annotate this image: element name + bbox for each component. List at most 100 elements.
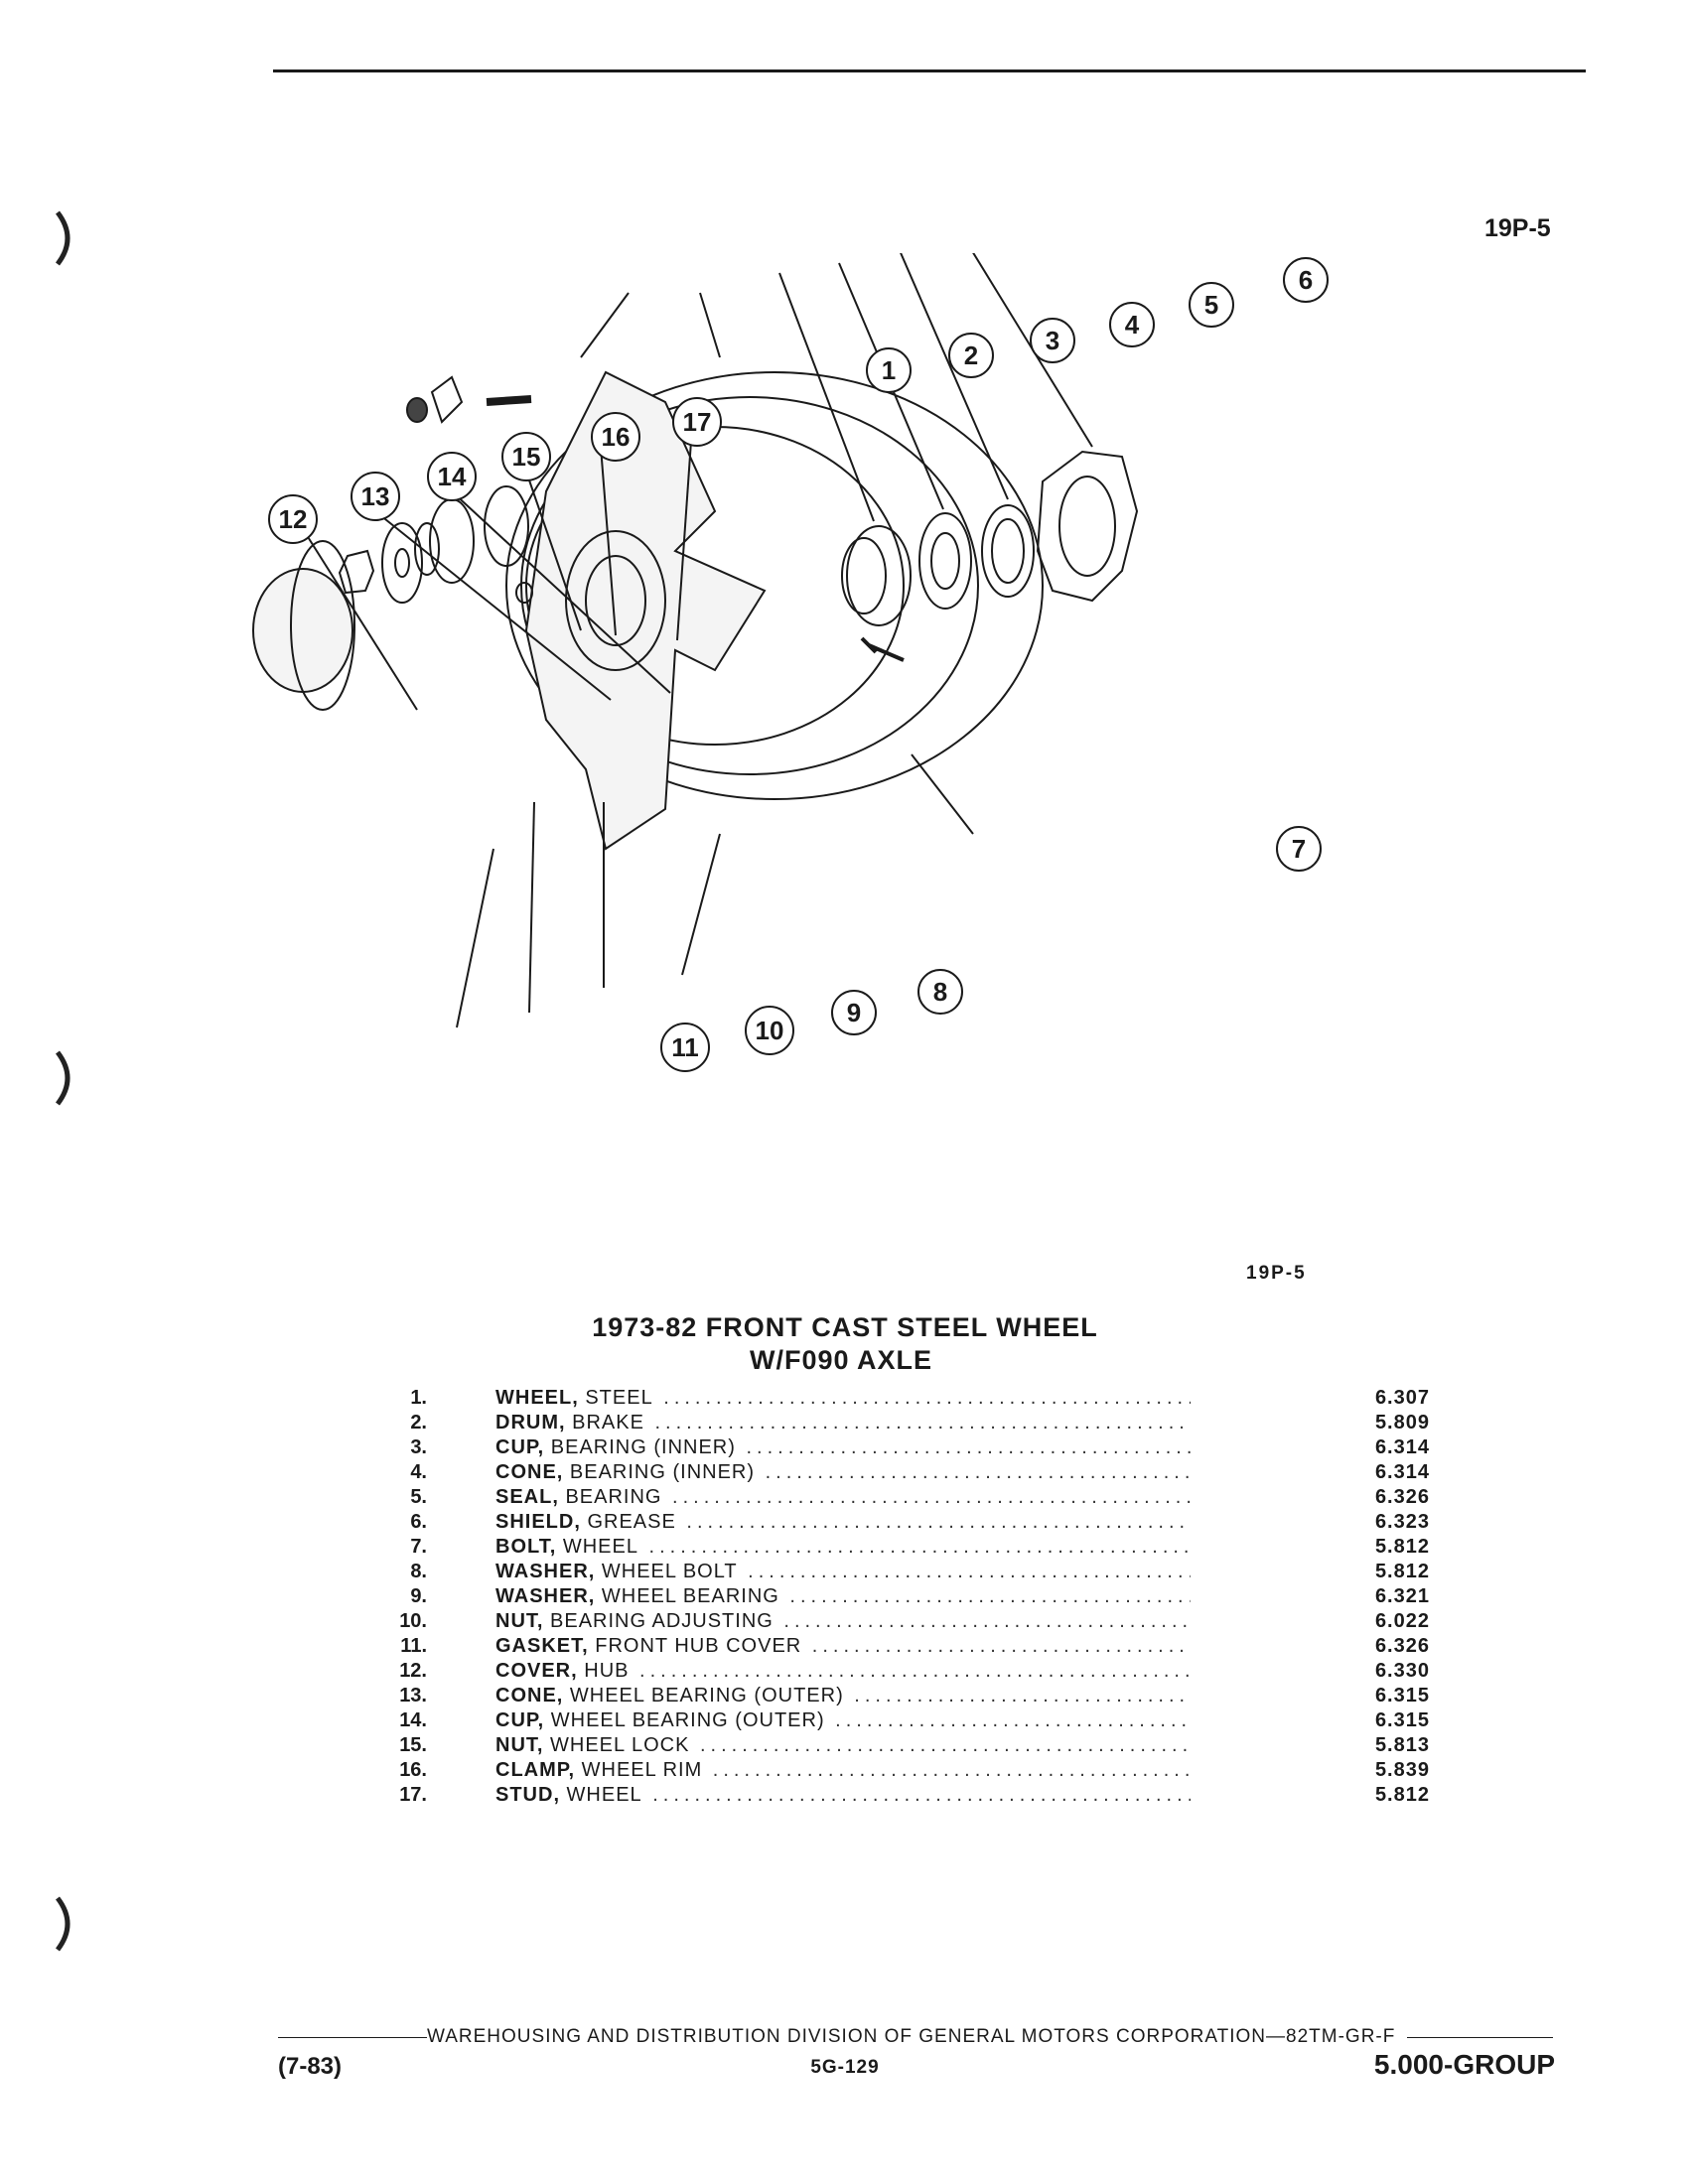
part-name: CONE,: [495, 1461, 564, 1483]
part-row: 8. WASHER, WHEEL BOLT ...................…: [377, 1560, 1430, 1584]
part-name: CONE,: [495, 1685, 564, 1706]
callout-label: 3: [1046, 326, 1059, 355]
part-description: CLAMP, WHEEL RIM .......................…: [495, 1758, 1191, 1783]
part-name: SHIELD,: [495, 1511, 581, 1533]
part-number: 16.: [399, 1759, 427, 1781]
part-row: 13.CONE, WHEEL BEARING (OUTER) .........…: [377, 1684, 1430, 1708]
callout-label: 1: [882, 355, 896, 385]
part-number: 13.: [399, 1685, 427, 1706]
leader-dots: ........................................…: [748, 1561, 1191, 1582]
leader-dots: ........................................…: [686, 1511, 1191, 1533]
part-detail: WHEEL RIM: [575, 1759, 703, 1781]
part-row: 15.NUT, WHEEL LOCK .....................…: [377, 1733, 1430, 1758]
part-description: DRUM, BRAKE ............................…: [495, 1411, 1191, 1435]
outer-cup: [484, 485, 529, 567]
part-row: 10. NUT, BEARING ADJUSTING ..............…: [377, 1609, 1430, 1634]
callout-6: 6: [1283, 257, 1329, 303]
part-description: WASHER, WHEEL BOLT .....................…: [495, 1560, 1191, 1584]
part-reference: 6.315: [1374, 1709, 1430, 1731]
brake-drum-outer: [505, 371, 1044, 800]
wheel-lock-nut: [406, 397, 428, 423]
part-row: 2.DRUM, BRAKE ..........................…: [377, 1411, 1430, 1435]
callout-14: 14: [427, 452, 477, 501]
part-name: SEAL,: [495, 1486, 559, 1508]
part-reference: 5.839: [1374, 1759, 1430, 1781]
leader-dots: ........................................…: [712, 1759, 1191, 1781]
part-row: 14. CUP, WHEEL BEARING (OUTER) ..........…: [377, 1708, 1430, 1733]
footer-publisher-line: WAREHOUSING AND DISTRIBUTION DIVISION OF…: [278, 2026, 1553, 2048]
part-description: NUT, BEARING ADJUSTING .................…: [495, 1609, 1191, 1634]
brake-drum-inner: [520, 396, 979, 775]
page-subtitle: W/F090 AXLE: [749, 1345, 933, 1375]
part-number: 6.: [410, 1511, 427, 1533]
callout-4: 4: [1109, 302, 1155, 347]
part-description: CONE, BEARING (INNER) ..................…: [495, 1460, 1191, 1485]
part-name: NUT,: [495, 1610, 544, 1632]
part-number: 8.: [410, 1561, 427, 1582]
part-description: COVER, HUB .............................…: [495, 1659, 1191, 1684]
part-reference: 6.307: [1374, 1387, 1430, 1409]
part-detail: BEARING: [558, 1486, 662, 1508]
part-row: 12. COVER, HUB ..........................…: [377, 1659, 1430, 1684]
part-number: 14.: [399, 1709, 427, 1731]
part-detail: GREASE: [580, 1511, 676, 1533]
callout-3: 3: [1030, 318, 1075, 363]
callout-13: 13: [351, 472, 400, 521]
part-detail: BEARING ADJUSTING: [543, 1610, 774, 1632]
binder-hole-mark: [55, 210, 70, 266]
group-label: 5.000-GROUP: [1373, 2049, 1555, 2080]
part-detail: FRONT HUB COVER: [588, 1635, 802, 1657]
bearing-washer: [381, 522, 423, 604]
callout-label: 15: [512, 442, 541, 472]
callout-12: 12: [268, 494, 318, 544]
leader-dots: ........................................…: [765, 1461, 1191, 1483]
part-description: CUP, BEARING (INNER) ...................…: [495, 1435, 1191, 1460]
part-name: BOLT,: [495, 1536, 557, 1558]
wheel-rim-clamp: [430, 375, 464, 424]
binder-hole-mark: [55, 1050, 70, 1106]
part-row: 11.GASKET, FRONT HUB COVER .............…: [377, 1634, 1430, 1659]
part-description: WHEEL, STEEL ...........................…: [495, 1386, 1191, 1411]
part-detail: WHEEL BEARING (OUTER): [563, 1685, 844, 1706]
part-name: CUP,: [495, 1709, 545, 1731]
callout-label: 5: [1204, 290, 1218, 320]
callout-label: 13: [361, 481, 390, 511]
part-number: 7.: [410, 1536, 427, 1558]
callout-17: 17: [672, 397, 722, 447]
part-row: 3.CUP, BEARING (INNER) .................…: [377, 1435, 1430, 1460]
part-description: CUP, WHEEL BEARING (OUTER) .............…: [495, 1708, 1191, 1733]
part-detail: BRAKE: [565, 1412, 644, 1433]
callout-label: 12: [279, 504, 308, 534]
part-number: 9.: [410, 1585, 427, 1607]
part-detail: STEEL: [578, 1387, 653, 1409]
part-name: COVER,: [495, 1660, 578, 1682]
part-reference: 6.330: [1374, 1660, 1430, 1682]
callout-label: 10: [756, 1016, 784, 1045]
part-detail: BEARING (INNER): [544, 1436, 736, 1458]
hub-gasket: [290, 540, 355, 711]
part-detail: HUB: [577, 1660, 630, 1682]
part-name: WASHER,: [495, 1561, 596, 1582]
callout-label: 16: [602, 422, 631, 452]
leader-lines: [297, 253, 1093, 1028]
part-detail: WHEEL: [556, 1536, 638, 1558]
part-description: SEAL, BEARING ..........................…: [495, 1485, 1191, 1510]
part-reference: 5.813: [1374, 1734, 1430, 1756]
callout-9: 9: [831, 990, 877, 1035]
callout-2: 2: [948, 333, 994, 378]
part-name: WHEEL,: [495, 1387, 579, 1409]
part-number: 12.: [399, 1660, 427, 1682]
leader-dots: ........................................…: [811, 1635, 1191, 1657]
part-detail: WHEEL LOCK: [543, 1734, 690, 1756]
part-reference: 5.812: [1374, 1536, 1430, 1558]
part-row: 7. BOLT, WHEEL ..........................…: [377, 1535, 1430, 1560]
callout-label: 4: [1125, 310, 1140, 340]
callout-label: 14: [438, 462, 467, 491]
part-detail: WHEEL BEARING (OUTER): [544, 1709, 825, 1731]
leader-dots: ........................................…: [639, 1660, 1191, 1682]
leader-dots: ........................................…: [648, 1536, 1191, 1558]
callout-label: 11: [671, 1032, 699, 1062]
part-number: 10.: [399, 1610, 427, 1632]
part-row: 17.STUD, WHEEL .........................…: [377, 1783, 1430, 1808]
part-description: SHIELD, GREASE .........................…: [495, 1510, 1191, 1535]
